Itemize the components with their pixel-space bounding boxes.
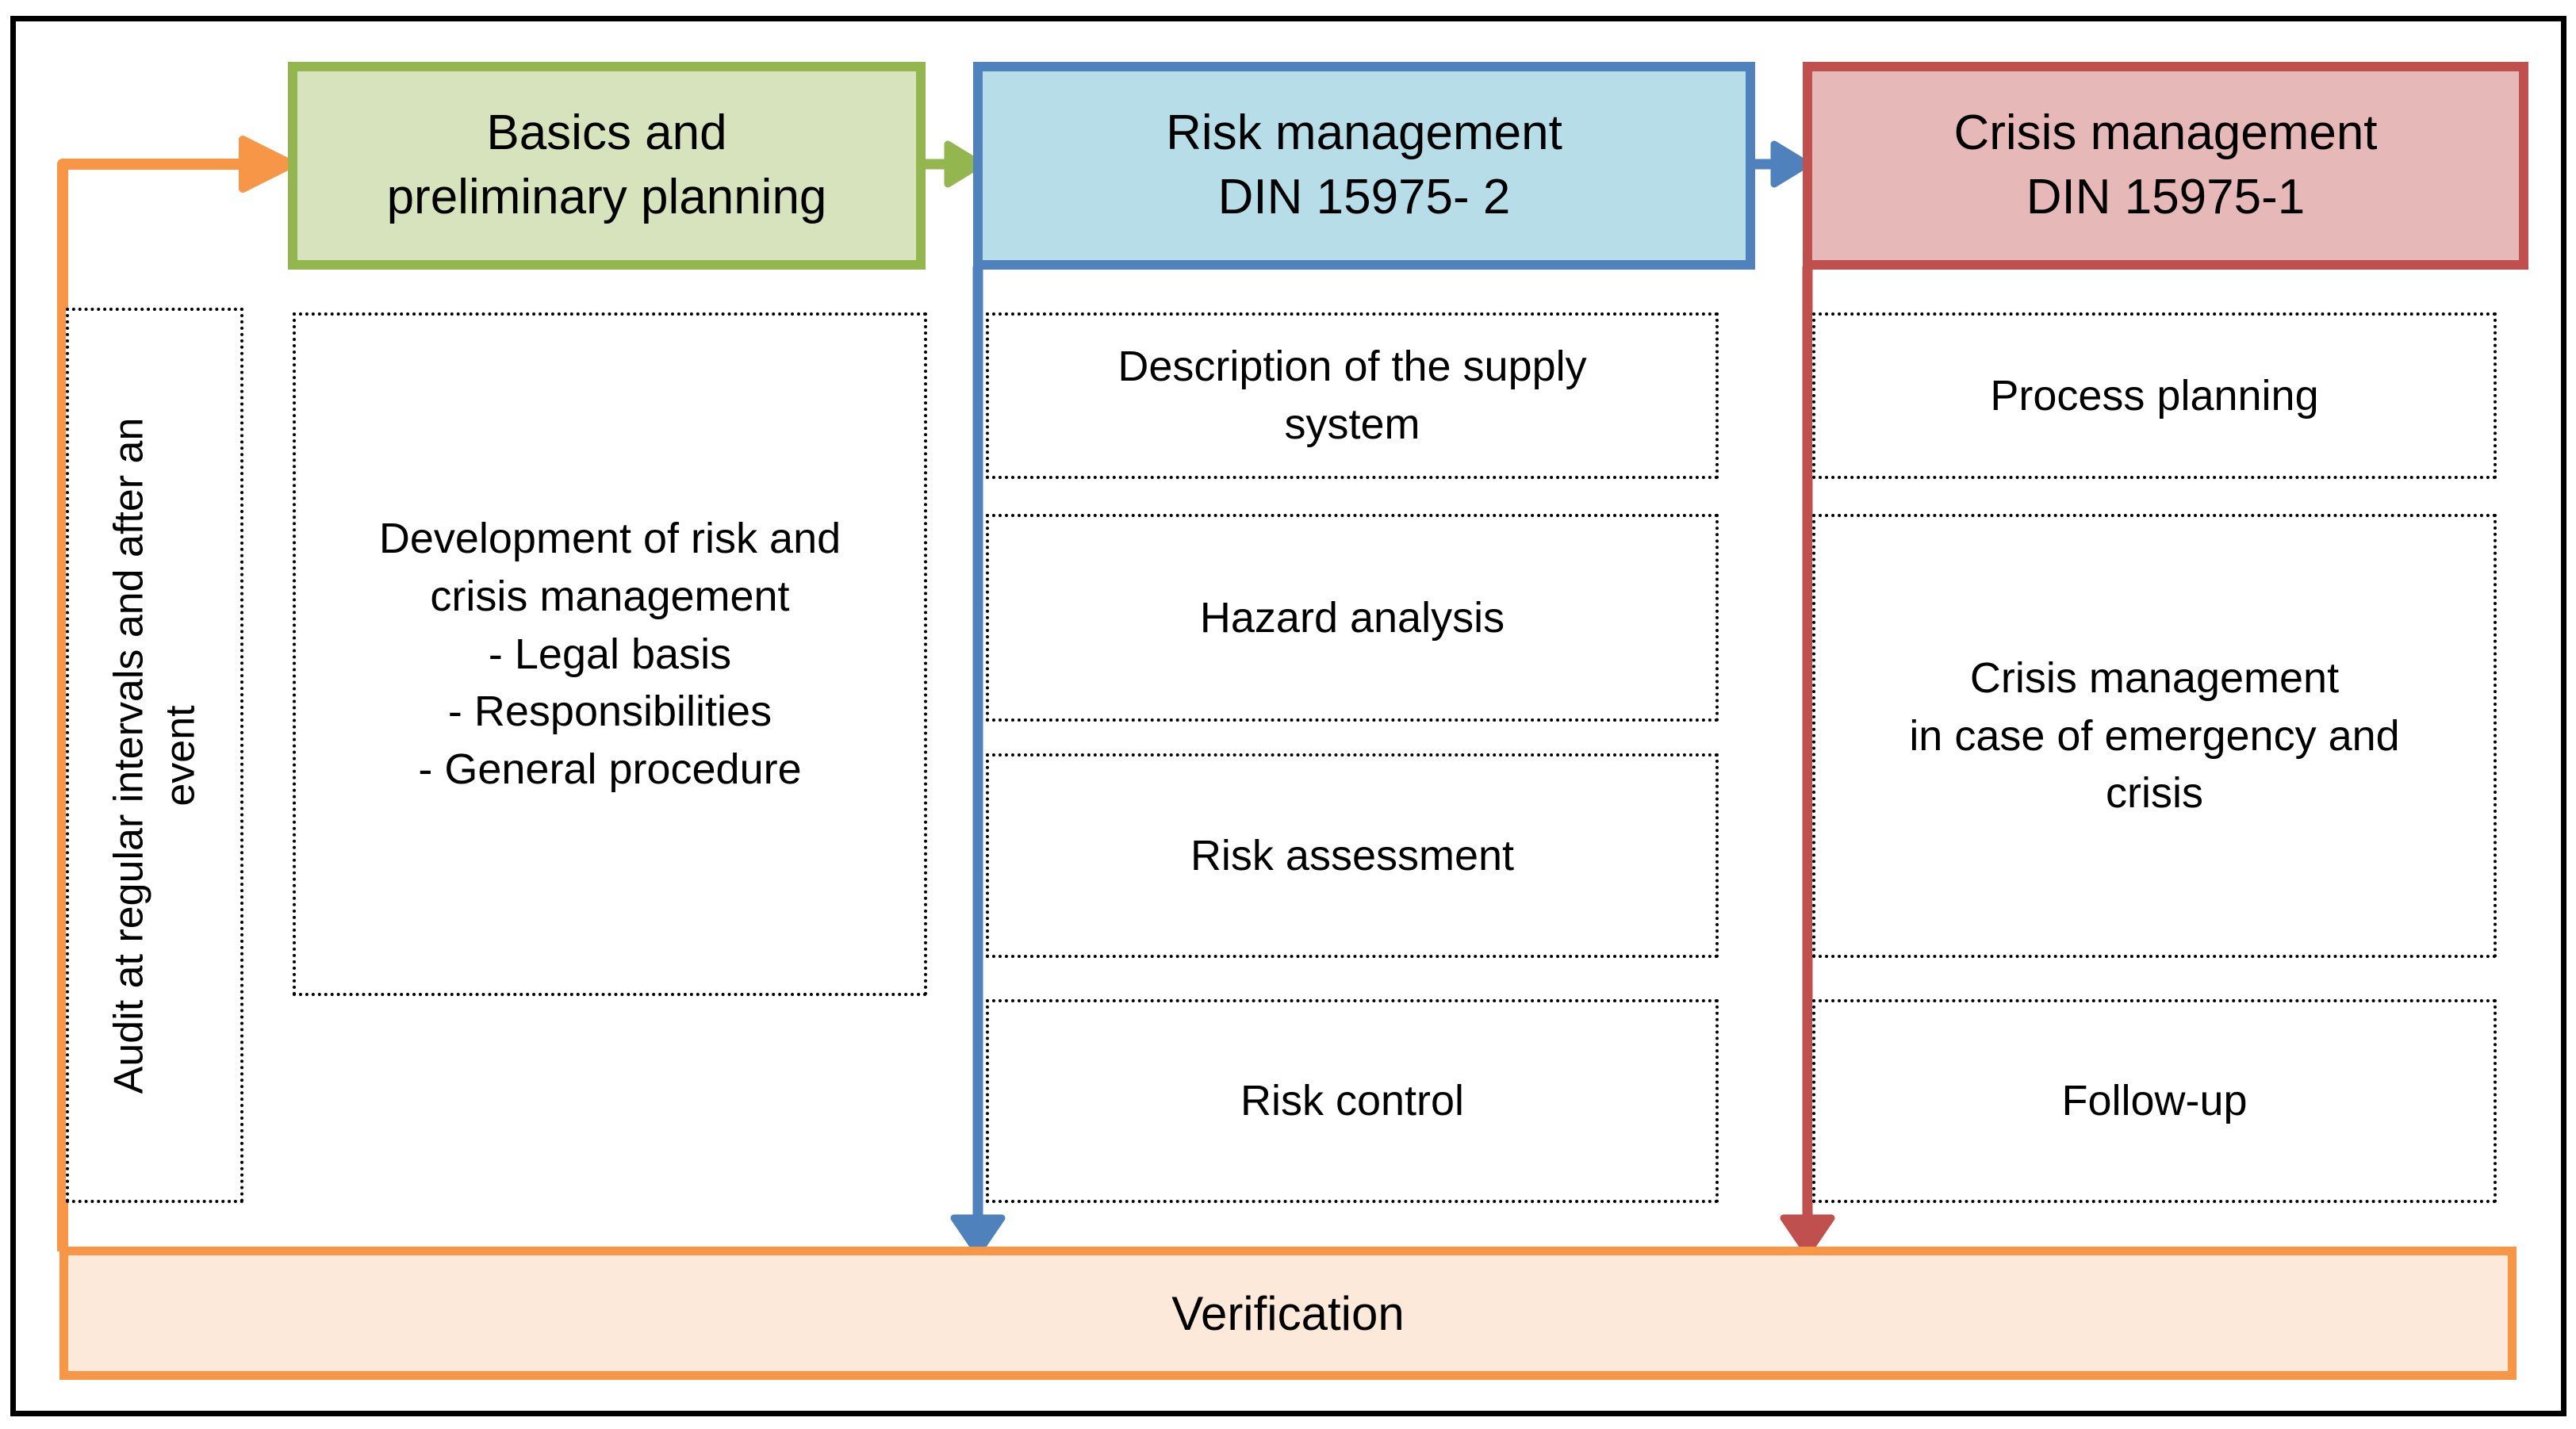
box-description-of-supply-system: Description of the supply system: [986, 312, 1719, 479]
box-follow-up: Follow-up: [1812, 999, 2497, 1203]
box-risk-control: Risk control: [986, 999, 1719, 1203]
box-hazard-analysis: Hazard analysis: [986, 514, 1719, 722]
box-development-of-risk-and-crisis-management: Development of risk and crisis managemen…: [293, 312, 927, 996]
outer-frame: [10, 16, 2566, 1416]
audit-interval-box: Audit at regular intervals and after an …: [66, 308, 243, 1203]
box-risk-assessment: Risk assessment: [986, 753, 1719, 958]
audit-interval-label: Audit at regular intervals and after an …: [105, 417, 203, 1094]
box-crisis-management-emergency: Crisis management in case of emergency a…: [1812, 514, 2497, 958]
box-process-planning: Process planning: [1812, 312, 2497, 479]
header-crisis-management-din-15975-1: Crisis management DIN 15975-1: [1803, 62, 2528, 270]
header-risk-management-din-15975-2: Risk management DIN 15975- 2: [973, 62, 1755, 270]
header-basics-preliminary-planning: Basics and preliminary planning: [288, 62, 926, 270]
verification-label: Verification: [1171, 1286, 1405, 1340]
verification-banner: Verification: [59, 1247, 2517, 1380]
